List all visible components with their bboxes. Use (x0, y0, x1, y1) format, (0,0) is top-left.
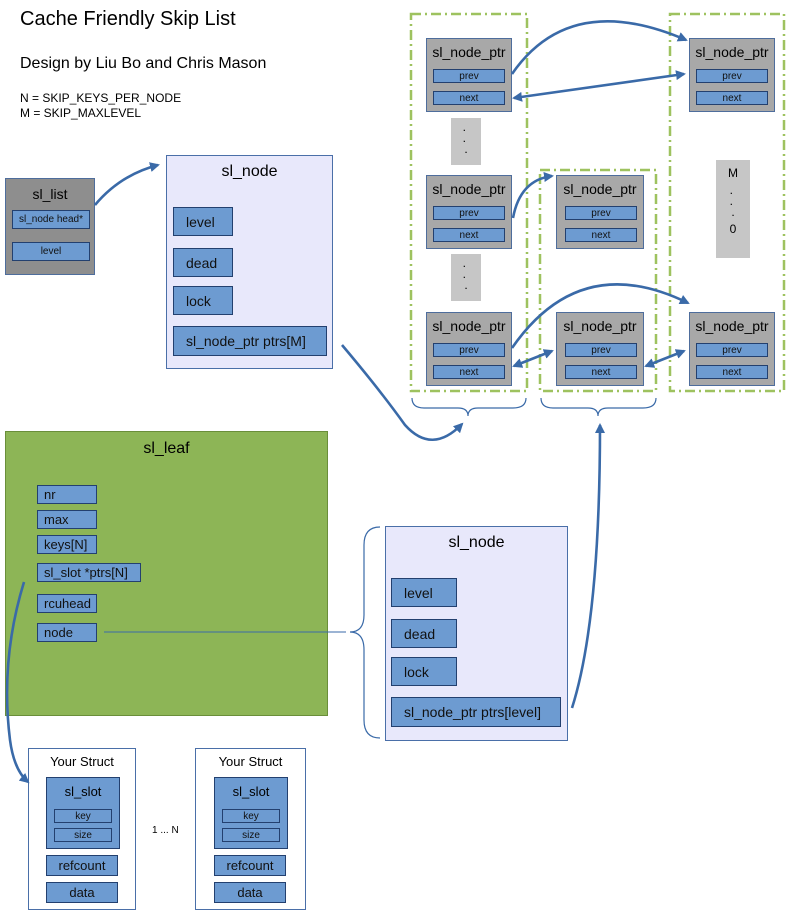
definition-n: N = SKIP_KEYS_PER_NODE (20, 91, 182, 105)
sl-leaf-field-node: node (37, 623, 97, 642)
sl-node-top-field-ptrs: sl_node_ptr ptrs[M] (173, 326, 327, 356)
brace-bottom-node (349, 526, 381, 739)
sl-node-top: sl_node level dead lock sl_node_ptr ptrs… (166, 155, 333, 369)
sl-node-top-title: sl_node (221, 163, 278, 180)
sl-node-bottom-title: sl_node (448, 534, 505, 551)
arrow-prev-bottom-1 (512, 349, 554, 368)
arrow-next-top (510, 20, 688, 75)
sl-list-title: sl_list (32, 186, 68, 202)
sl-node-ptr-col3-top: sl_node_ptr prev next (689, 38, 775, 112)
diagram-title: Cache Friendly Skip List (20, 8, 236, 30)
sl-node-top-field-level: level (173, 207, 233, 236)
level-range-m-to-0: M . . . 0 (716, 160, 750, 258)
sl-node-bottom-field-ptrs: sl_node_ptr ptrs[level] (391, 697, 561, 727)
range-label: 1 ... N (152, 825, 179, 836)
arrow-node-to-levels (570, 423, 605, 709)
sl-node-bottom-field-lock: lock (391, 657, 457, 686)
sl-leaf-field-rcuhead: rcuhead (37, 594, 97, 613)
arrow-prev-top (512, 70, 686, 102)
sl-node-bottom-field-level: level (391, 578, 457, 607)
sl-node-ptr-col3-bottom: sl_node_ptr prev next (689, 312, 775, 386)
sl-node-top-field-dead: dead (173, 248, 233, 277)
sl-node-bottom: sl_node level dead lock sl_node_ptr ptrs… (385, 526, 568, 741)
sl-node-ptr-col1-mid: sl_node_ptr prev next (426, 175, 512, 249)
dots-col1-lower: . . . (451, 254, 481, 301)
sl-leaf-field-ptrs: sl_slot *ptrs[N] (37, 563, 141, 582)
brace-col1 (411, 397, 527, 417)
diagram-subtitle: Design by Liu Bo and Chris Mason (20, 55, 267, 72)
sl-leaf-field-keys: keys[N] (37, 535, 97, 554)
your-struct-2: Your Struct sl_slot key size refcount da… (195, 748, 306, 910)
sl-list-box: sl_list sl_node head* level (5, 178, 95, 275)
brace-col2 (540, 397, 657, 417)
dots-col1-upper: . . . (451, 118, 481, 165)
sl-node-ptr-col1-bottom: sl_node_ptr prev next (426, 312, 512, 386)
arrow-list-to-node (94, 162, 160, 206)
sl-list-field-level: level (12, 242, 90, 261)
arrow-next-mid (511, 172, 554, 219)
sl-leaf-title: sl_leaf (143, 440, 190, 457)
sl-list-field-head: sl_node head* (12, 210, 90, 229)
sl-node-top-field-lock: lock (173, 286, 233, 315)
sl-leaf-field-nr: nr (37, 485, 97, 504)
your-struct-1: Your Struct sl_slot key size refcount da… (28, 748, 136, 910)
sl-node-ptr-col2-top: sl_node_ptr prev next (556, 175, 644, 249)
sl-leaf-field-max: max (37, 510, 97, 529)
sl-leaf-box: sl_leaf nr max keys[N] sl_slot *ptrs[N] … (5, 431, 328, 716)
arrow-prev-bottom-2 (644, 349, 686, 368)
sl-node-bottom-field-dead: dead (391, 619, 457, 648)
sl-slot-1: sl_slot key size (46, 777, 120, 849)
definition-m: M = SKIP_MAXLEVEL (20, 106, 142, 120)
sl-node-ptr-col2-bottom: sl_node_ptr prev next (556, 312, 644, 386)
sl-node-ptr-col1-top: sl_node_ptr prev next (426, 38, 512, 112)
sl-slot-2: sl_slot key size (214, 777, 288, 849)
